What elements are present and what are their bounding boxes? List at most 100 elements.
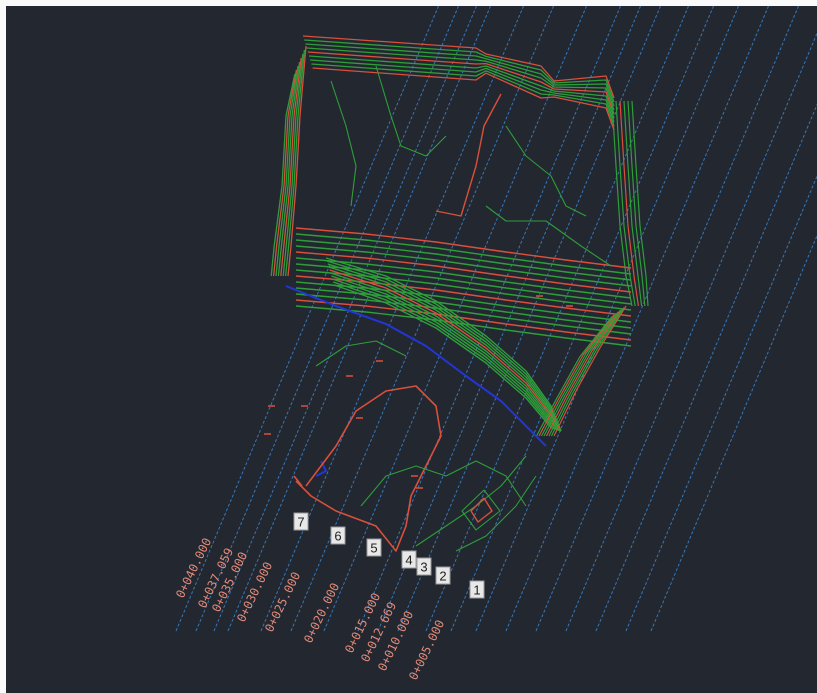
contour-line (306, 47, 615, 111)
contour-line (272, 69, 298, 277)
section-marker: 1 (469, 580, 485, 599)
alignment-line (397, 6, 661, 632)
contour-line (619, 100, 639, 307)
contour-line (307, 51, 615, 115)
contour-line (455, 475, 537, 552)
contour-line (295, 251, 632, 293)
contour-line (485, 205, 612, 267)
contour-line (631, 100, 649, 307)
alignment-line (323, 6, 587, 632)
contour-line (330, 80, 357, 207)
alignment-line (475, 6, 739, 632)
contour-line (310, 59, 615, 123)
contour-line (550, 307, 625, 437)
section-marker-number: 6 (334, 529, 341, 544)
section-marker-number: 3 (420, 560, 427, 575)
section-marker-number: 1 (473, 583, 480, 598)
station-label: 0+020.000 (301, 581, 342, 646)
alignment-line (377, 6, 641, 632)
alignment-line (650, 234, 817, 632)
station-label: 0+005.000 (406, 618, 447, 683)
section-marker-box (293, 512, 309, 531)
alignment-line (227, 6, 491, 632)
contour-line (302, 35, 615, 99)
contour-line (295, 227, 632, 269)
section-marker-box (435, 566, 451, 585)
alignment-line (625, 174, 817, 632)
contour-line (295, 239, 632, 281)
contour-line (543, 311, 619, 437)
alignment-line (505, 6, 769, 632)
contour-line (295, 233, 632, 275)
contour-line (331, 275, 562, 432)
contour-line (275, 65, 299, 277)
contour-line (270, 73, 296, 277)
contour-line (277, 61, 301, 277)
section-marker: 4 (401, 550, 417, 569)
section-marker-box (401, 550, 417, 569)
contour-line (304, 39, 615, 103)
section-marker: 2 (435, 566, 451, 585)
alignment-line (595, 103, 817, 632)
alignment-line (565, 32, 817, 632)
contour-line (461, 489, 501, 531)
contour-line (375, 65, 447, 157)
section-marker: 6 (330, 526, 346, 545)
alignment-line (357, 6, 621, 632)
contour-line (295, 257, 632, 299)
alignment-line (213, 6, 477, 632)
section-marker: 7 (293, 512, 309, 531)
contour-line (282, 53, 304, 277)
alignment-line (535, 6, 799, 632)
contour-line (287, 45, 307, 277)
section-marker-box (416, 557, 432, 576)
contour-line (293, 475, 303, 487)
contour-line (305, 43, 615, 107)
contour-line (535, 316, 613, 437)
contour-line (332, 281, 562, 432)
contour-line (553, 305, 627, 437)
drawing-canvas: 0+040.0000+037.0590+035.0000+030.0000+02… (173, 6, 817, 683)
alignment-lines (175, 6, 817, 632)
alignment-line (425, 6, 689, 632)
contour-line (295, 299, 632, 341)
contour-line (295, 293, 632, 335)
contour-line (295, 385, 442, 552)
toe-line (315, 460, 327, 477)
alignment-line (175, 6, 439, 632)
contour-line (284, 49, 306, 277)
section-marker: 5 (366, 538, 382, 557)
contour-line (327, 263, 562, 432)
section-marker-number: 7 (297, 515, 304, 530)
alignment-line (195, 6, 459, 632)
contour-line (548, 308, 623, 437)
section-marker-number: 4 (405, 553, 412, 568)
contour-line (435, 93, 502, 217)
contour-line (295, 287, 632, 329)
contour-line (325, 257, 562, 432)
section-marker: 3 (416, 557, 432, 576)
toe-line (285, 285, 547, 447)
section-marker-number: 5 (370, 541, 377, 556)
contour-line (295, 245, 632, 287)
contour-line (540, 313, 617, 437)
contour-lines (264, 35, 649, 552)
section-marker-box (366, 538, 382, 557)
contour-line (360, 460, 527, 507)
contour-line (308, 55, 615, 119)
section-marker-box (330, 526, 346, 545)
contour-line (470, 497, 493, 523)
section-marker-box (469, 580, 485, 599)
contour-line (505, 125, 587, 217)
contour-line (280, 57, 302, 277)
contour-line (615, 100, 636, 307)
section-marker-number: 2 (439, 569, 446, 584)
contour-line (315, 340, 407, 367)
contour-line (627, 100, 646, 307)
contour-line (329, 269, 562, 432)
contour-line (312, 67, 615, 131)
contour-line (538, 314, 615, 437)
